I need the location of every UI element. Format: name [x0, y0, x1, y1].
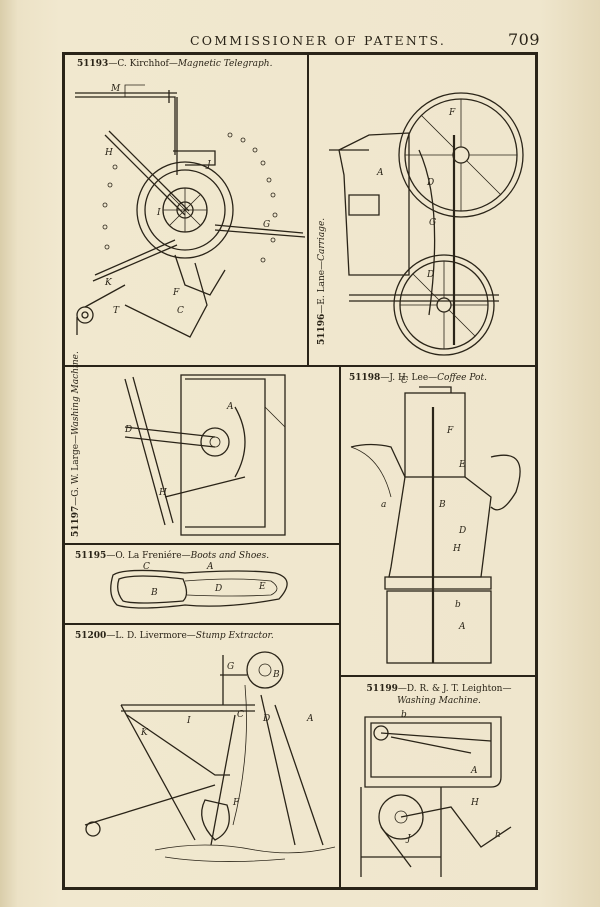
- fig-letter: a: [381, 500, 386, 510]
- fig-letter: E: [458, 460, 466, 470]
- fig-letter: D: [124, 425, 132, 435]
- fig-letter: M: [110, 84, 121, 94]
- figure-51200-stump-extractor: G B I C D A K F 51200—L. D. Livermore—St…: [64, 624, 340, 888]
- figure-51195-boots-and-shoes: C A B D E 51195—O. La Freniére—Boots and…: [64, 544, 340, 624]
- caption-51200: 51200—L. D. Livermore—Stump Extractor.: [75, 631, 274, 641]
- caption-51199: 51199—D. R. & J. T. Leighton—Washing Mac…: [366, 684, 512, 706]
- fig-letter: F: [446, 426, 454, 436]
- fig-letter: B: [438, 500, 446, 510]
- washing-machine-leighton-drawing: b A H h J: [360, 710, 512, 877]
- fig-letter: b: [401, 710, 407, 720]
- fig-letter: b: [455, 600, 461, 610]
- fig-letter: B: [150, 588, 158, 598]
- figure-51199-washing-machine: b A H h J 51199—D. R. & J. T. Leighton—W…: [340, 676, 536, 888]
- carriage-drawing: F A G D D: [329, 92, 524, 356]
- stump-extractor-drawing: G B I C D A K F: [84, 651, 336, 862]
- fig-letter: B: [272, 670, 280, 680]
- fig-letter: D: [426, 270, 434, 280]
- telegraph-drawing: M H J I G K T C F: [75, 84, 306, 338]
- fig-letter: C: [143, 562, 150, 572]
- fig-letter: D: [214, 584, 222, 594]
- page-header: COMMISSIONER OF PATENTS. 709: [60, 30, 540, 49]
- caption-51198: 51198—J. H. Lee—Coffee Pot.: [349, 373, 487, 383]
- fig-letter: D: [426, 178, 434, 188]
- figure-51197-washing-machine: D A H 51197—G. W. Large—Washing Machine.: [64, 351, 340, 544]
- fig-letter: D: [262, 714, 270, 724]
- fig-letter: G: [263, 220, 270, 230]
- fig-letter: F: [448, 108, 456, 118]
- fig-letter: A: [458, 622, 466, 632]
- caption-51193: 51193—C. Kirchhof—Magnetic Telegraph.: [77, 59, 273, 69]
- shoe-drawing: C A B D E: [110, 562, 288, 609]
- fig-letter: H: [470, 798, 479, 808]
- fig-letter: A: [206, 562, 214, 572]
- fig-letter: H: [158, 488, 167, 498]
- fig-letter: T: [113, 306, 120, 316]
- caption-51195: 51195—O. La Freniére—Boots and Shoes.: [75, 551, 270, 561]
- fig-letter: h: [495, 830, 501, 840]
- running-head: COMMISSIONER OF PATENTS.: [190, 33, 447, 48]
- fig-letter: G: [227, 662, 234, 672]
- fig-letter: A: [376, 168, 384, 178]
- fig-letter: G: [429, 218, 436, 228]
- fig-letter: J: [205, 160, 212, 170]
- fig-letter: D: [458, 526, 466, 536]
- caption-51196: 51196—E. Lane—Carriage.: [317, 217, 327, 345]
- fig-letter: I: [186, 716, 191, 726]
- fig-letter: E: [258, 582, 266, 592]
- fig-letter: A: [306, 714, 314, 724]
- fig-letter: F: [172, 288, 180, 298]
- fig-letter: C: [237, 710, 244, 720]
- fig-letter: C: [401, 376, 408, 386]
- figure-51193-magnetic-telegraph: M H J I G K T C F 51193—C. Kirchhof—Magn…: [64, 54, 308, 366]
- fig-letter: H: [452, 544, 461, 554]
- figure-51196-carriage: F A G D D 51196—E. Lane—Carriage.: [308, 54, 536, 366]
- fig-letter: H: [104, 148, 113, 158]
- fig-letter: K: [140, 728, 149, 738]
- plate-border: [62, 52, 538, 890]
- fig-letter: C: [177, 306, 184, 316]
- fig-letter: A: [226, 402, 234, 412]
- coffee-pot-drawing: C F E a D H b A B: [350, 376, 521, 664]
- fig-letter: J: [405, 834, 412, 844]
- fig-letter: K: [104, 278, 113, 288]
- caption-51197: 51197—G. W. Large—Washing Machine.: [71, 351, 81, 537]
- fig-letter: F: [232, 798, 240, 808]
- fig-letter: A: [470, 766, 478, 776]
- fig-letter: I: [156, 208, 161, 218]
- page-number: 709: [507, 30, 540, 49]
- figure-51198-coffee-pot: C F E a D H b A B 51198—J. H. Lee—Coffee…: [340, 366, 536, 676]
- washing-machine-large-drawing: D A H: [124, 374, 286, 536]
